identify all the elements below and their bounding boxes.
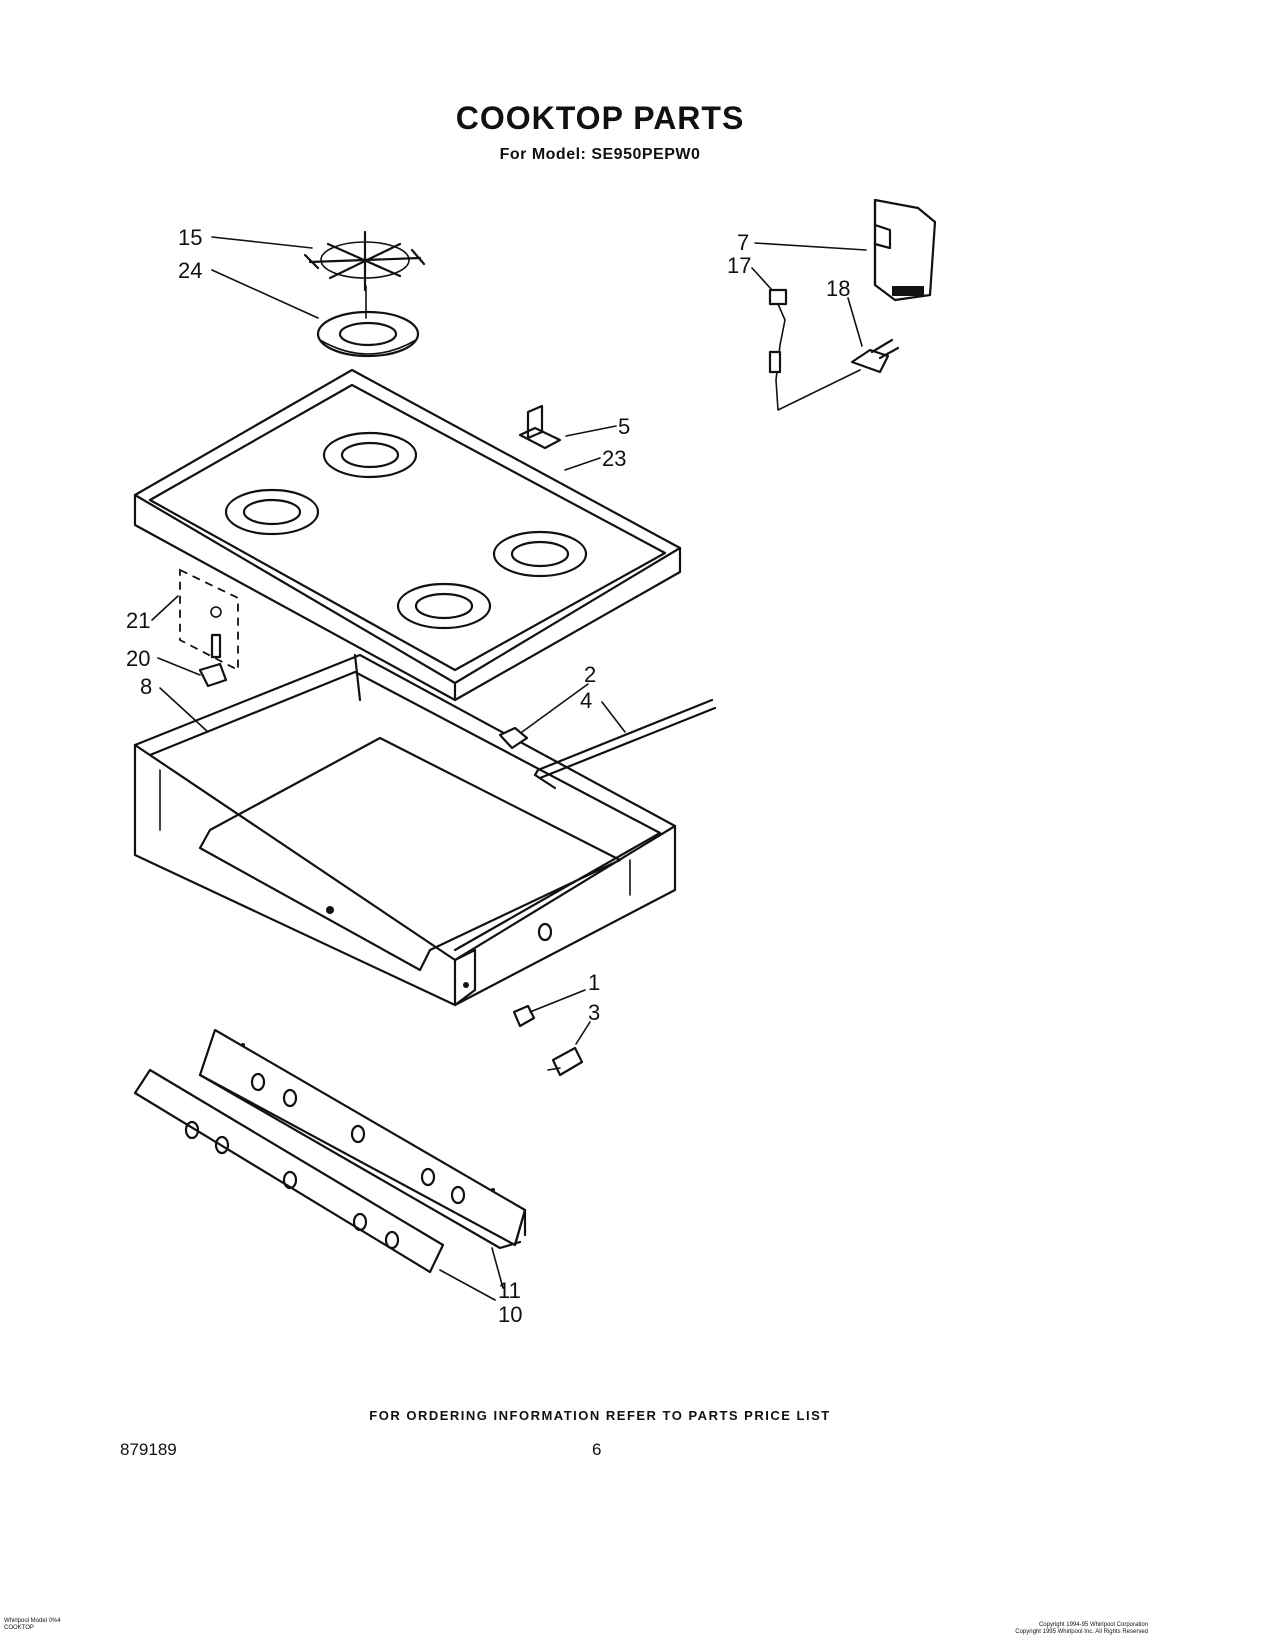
callout-8: 8 [140,674,152,699]
bracket-part [518,404,562,450]
copyright-line-1: Copyright 1994-95 Whirlpool Corporation [1038,1622,1148,1628]
callout-3: 3 [588,1000,600,1025]
control-panel-trim [133,1068,445,1274]
callout-7: 7 [737,230,749,255]
burner-bowl [316,310,420,358]
cooktop-panel [133,368,682,702]
callout-23: 23 [602,446,626,471]
footer-model-note: Whirlpool Model 0%4 COOKTOP [4,1618,61,1632]
callout-20: 20 [126,646,150,671]
junction-box [873,198,937,302]
page-title: COOKTOP PARTS [455,100,745,136]
callout-15: 15 [178,225,202,250]
callout-2: 2 [584,662,596,687]
copyright-note: Copyright 1994-95 Whirlpool Corporation … [1015,1622,1148,1636]
callout-5: 5 [618,414,630,439]
callout-21: 21 [126,608,150,633]
callout-1: 1 [588,970,600,995]
orifice-and-tube [498,698,717,790]
spark-module-outline [179,568,239,688]
callout-17: 17 [727,253,751,278]
callout-10: 10 [498,1302,522,1327]
callout-4: 4 [580,688,592,713]
leader-lines [151,236,867,1301]
ordering-info-note: FOR ORDERING INFORMATION REFER TO PARTS … [369,1408,831,1423]
nut-and-clip [512,1004,584,1077]
footer-model-line-2: COOKTOP [4,1625,34,1631]
burner-grate [303,230,426,292]
footer-model-line-1: Whirlpool Model 0%4 [4,1618,61,1624]
document-number: 879189 [120,1440,177,1459]
copyright-line-2: Copyright 1995 Whirlpool Inc. All Rights… [1015,1629,1148,1635]
manifold-panel [198,1028,527,1250]
page-number: 6 [592,1440,602,1459]
callout-11: 11 [498,1278,521,1303]
burner-box [133,653,677,1007]
callout-18: 18 [826,276,850,301]
model-subtitle: For Model: SE950PEPW0 [499,146,701,163]
terminal-block-and-cord [768,288,900,411]
callout-24: 24 [178,258,202,283]
